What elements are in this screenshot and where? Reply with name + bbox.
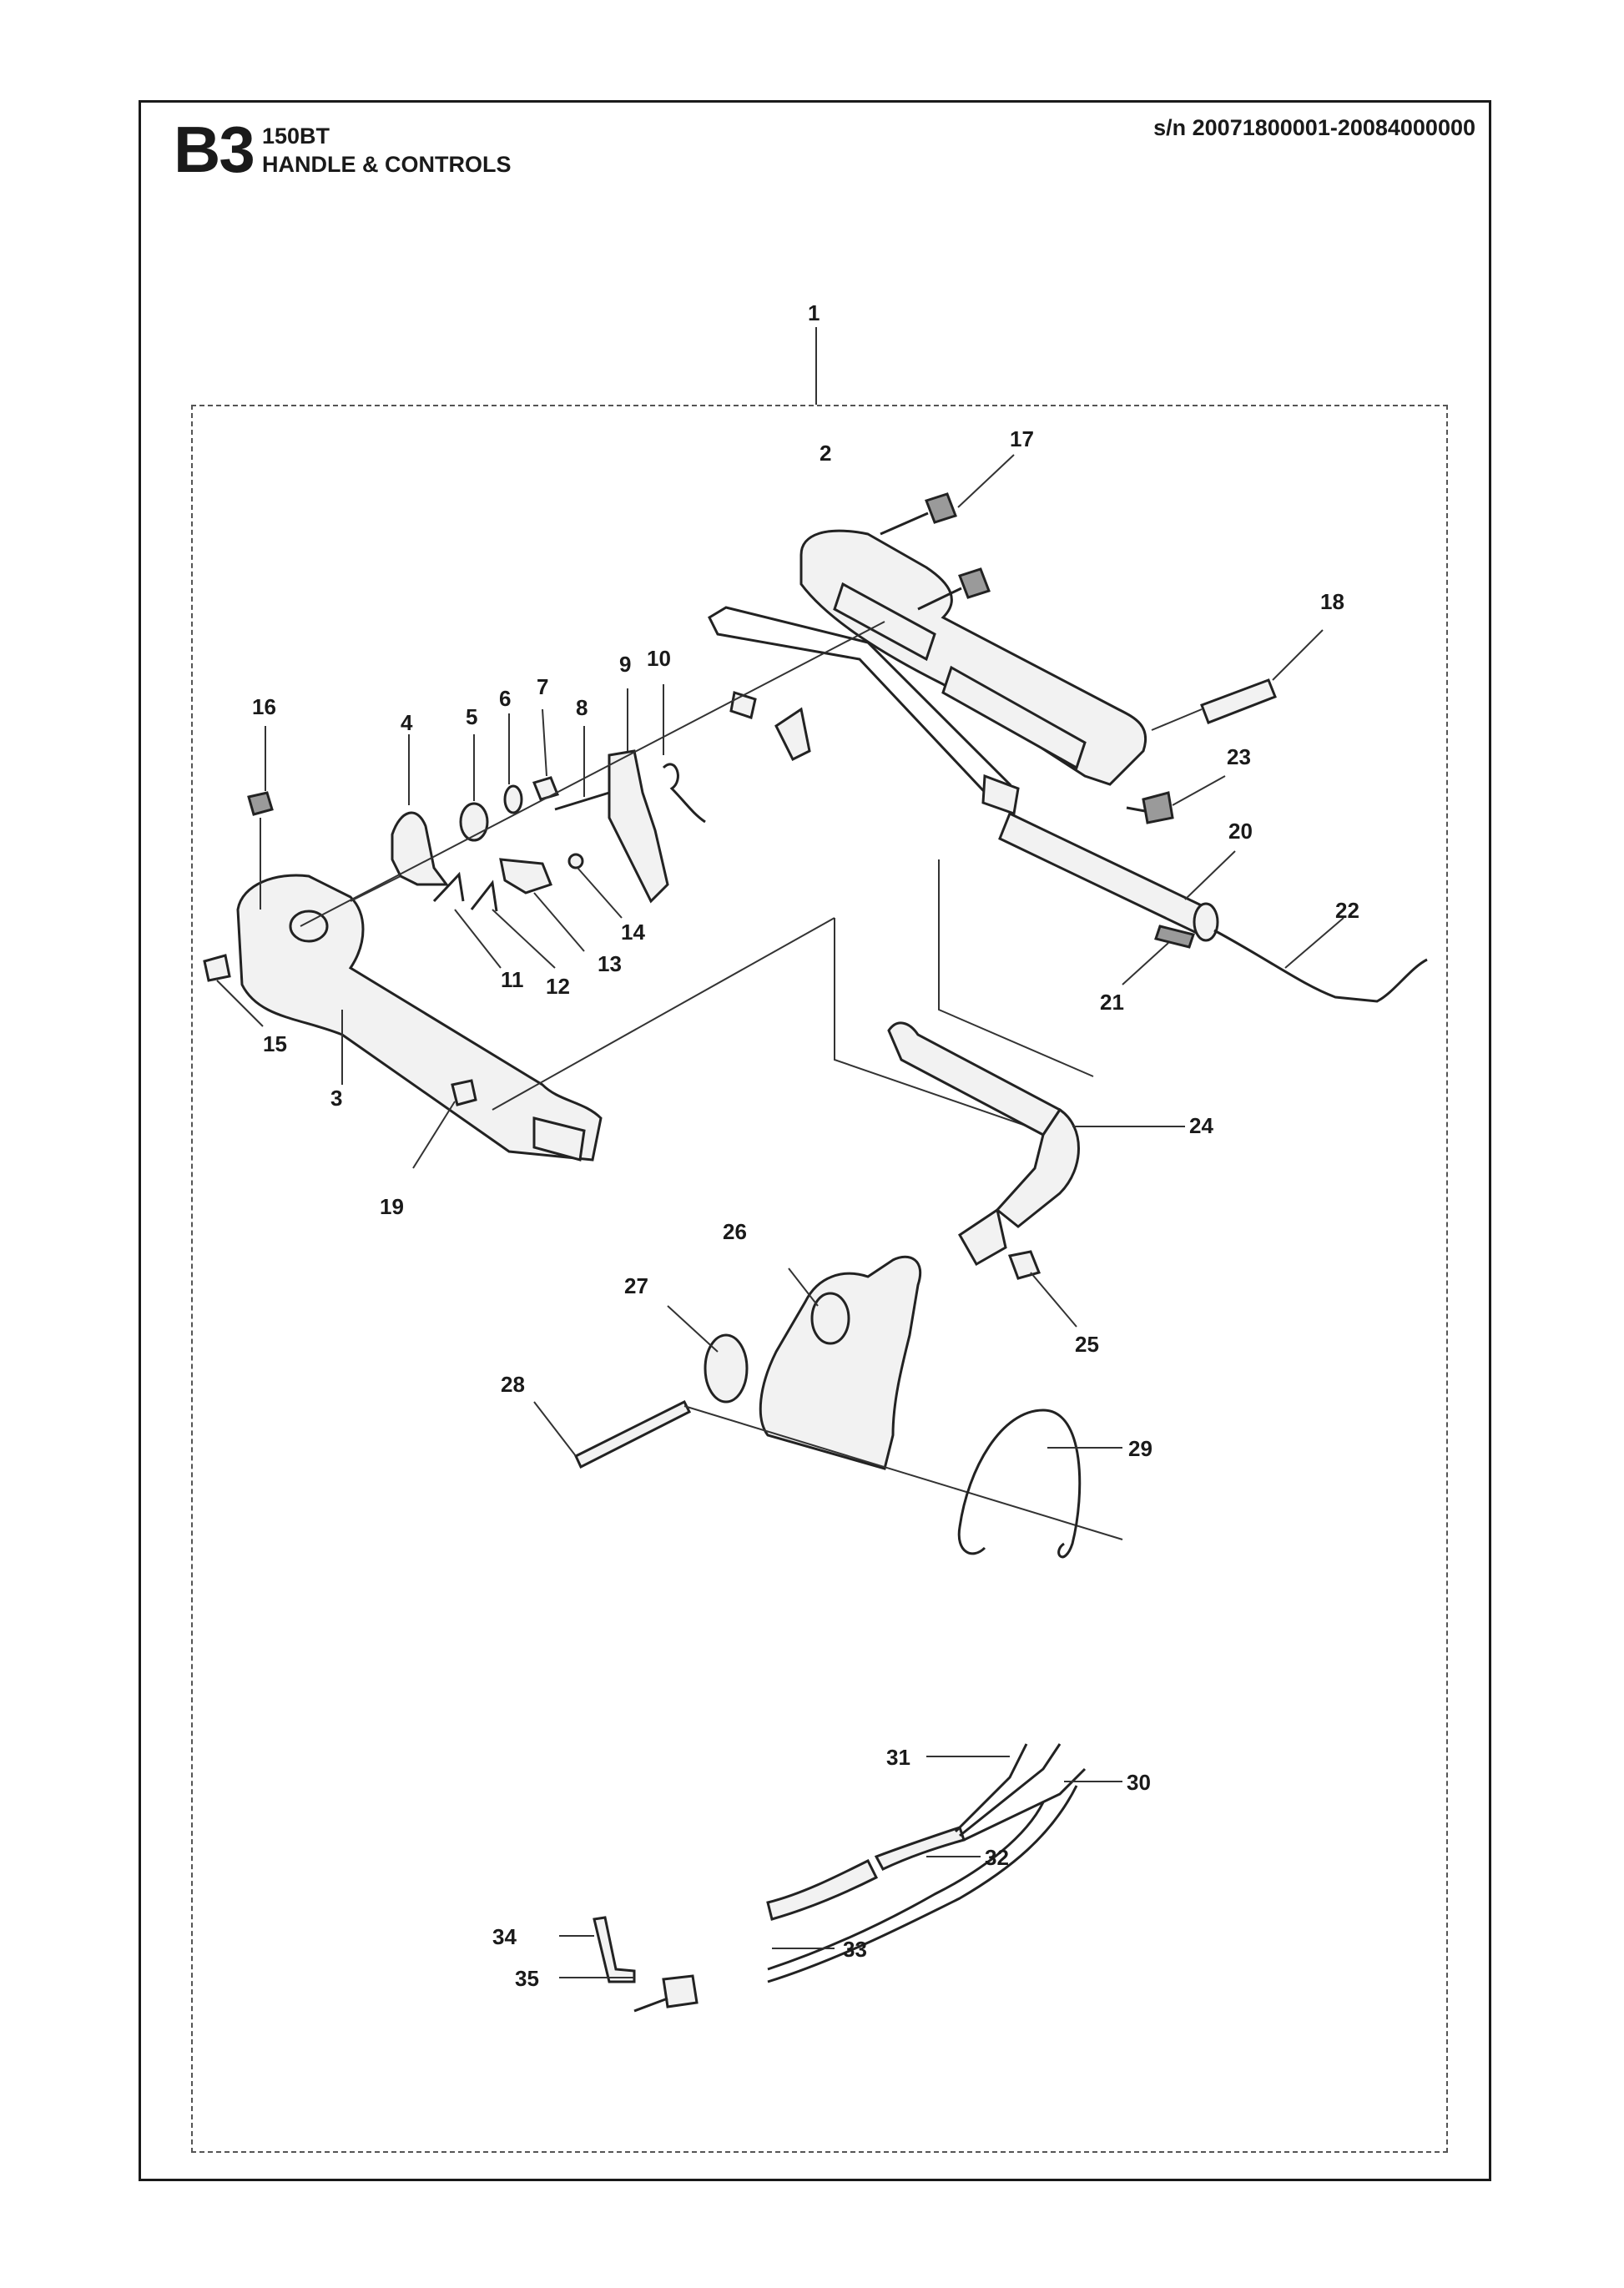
callout-29: 29 (1128, 1436, 1152, 1461)
callout-28: 28 (501, 1372, 525, 1397)
throttle-trigger-part (608, 749, 669, 904)
model-name: 150BT (262, 123, 330, 149)
callout-34: 34 (492, 1924, 517, 1949)
lever-spring-part (470, 879, 498, 912)
callout-16: 16 (252, 694, 276, 719)
callout-33: 33 (843, 1937, 867, 1962)
callout-2: 2 (820, 441, 831, 466)
sheet-code: B3 (174, 113, 255, 186)
screw-part (203, 954, 231, 982)
handle-tube-part (998, 811, 1219, 942)
handle-clamp-part (759, 1255, 922, 1470)
callout-15: 15 (263, 1031, 287, 1056)
callout-6: 6 (499, 686, 511, 711)
callout-1: 1 (808, 300, 820, 325)
callout-23: 23 (1227, 744, 1251, 769)
callout-17: 17 (1010, 426, 1034, 451)
callout-14: 14 (621, 920, 645, 945)
lower-handle-part (236, 874, 603, 1162)
bolt-part (1200, 678, 1277, 724)
callout-18: 18 (1320, 589, 1344, 614)
subassembly-outline (191, 405, 1448, 2153)
screw-part (925, 492, 957, 524)
callout-25: 25 (1075, 1332, 1099, 1357)
screw-part (567, 853, 584, 869)
nut-part (1007, 1250, 1041, 1280)
washer-part (503, 784, 523, 814)
spiral-sleeve-part (766, 1858, 879, 1921)
callout-3: 3 (330, 1086, 342, 1111)
wiring-harness-part (767, 1802, 1045, 1971)
clamp-knob-part (704, 1333, 749, 1404)
callout-30: 30 (1127, 1770, 1151, 1795)
callout-4: 4 (401, 710, 413, 735)
connector-part (662, 1974, 699, 2008)
callout-20: 20 (1228, 819, 1253, 844)
connector-part (1154, 925, 1195, 949)
callout-12: 12 (546, 974, 570, 999)
callout-13: 13 (598, 951, 622, 976)
washer-part (459, 802, 489, 842)
wiring-harness-part (767, 1785, 1078, 1983)
callout-31: 31 (886, 1745, 910, 1770)
callout-24: 24 (1189, 1113, 1213, 1138)
clip-part (247, 791, 274, 816)
callout-10: 10 (647, 646, 671, 671)
screw-part (1142, 791, 1174, 824)
callout-5: 5 (466, 704, 477, 729)
bracket-part (593, 1916, 636, 1983)
upper-handle-part (774, 529, 1147, 786)
callout-26: 26 (723, 1219, 747, 1244)
serial-range: s/n 20071800001-20084000000 (1153, 115, 1475, 140)
callout-32: 32 (985, 1845, 1009, 1870)
lever-spring-part (432, 871, 465, 903)
screw-part (958, 567, 991, 599)
wire-bail-part (957, 1409, 1082, 1559)
cable-clip-part (981, 774, 1020, 816)
callout-35: 35 (515, 1966, 539, 1991)
callout-22: 22 (1335, 898, 1359, 923)
nut-part (532, 776, 560, 801)
spring-part (662, 763, 706, 824)
spiral-sleeve-part (874, 1826, 966, 1871)
section-title: HANDLE & CONTROLS (262, 152, 512, 177)
nut-part (451, 1079, 477, 1106)
callout-27: 27 (624, 1273, 648, 1298)
clamp-bolt-part (574, 1399, 692, 1469)
callout-11: 11 (501, 967, 524, 992)
callout-19: 19 (380, 1194, 404, 1219)
callout-9: 9 (619, 652, 631, 677)
stop-lever-part (499, 858, 552, 895)
callout-7: 7 (537, 674, 548, 699)
callout-8: 8 (576, 695, 588, 720)
page-frame (139, 100, 1491, 2181)
knob-part (391, 811, 449, 886)
callout-21: 21 (1100, 990, 1124, 1015)
throttle-cable-part (1213, 929, 1428, 1003)
front-handle-part (887, 1021, 1080, 1267)
